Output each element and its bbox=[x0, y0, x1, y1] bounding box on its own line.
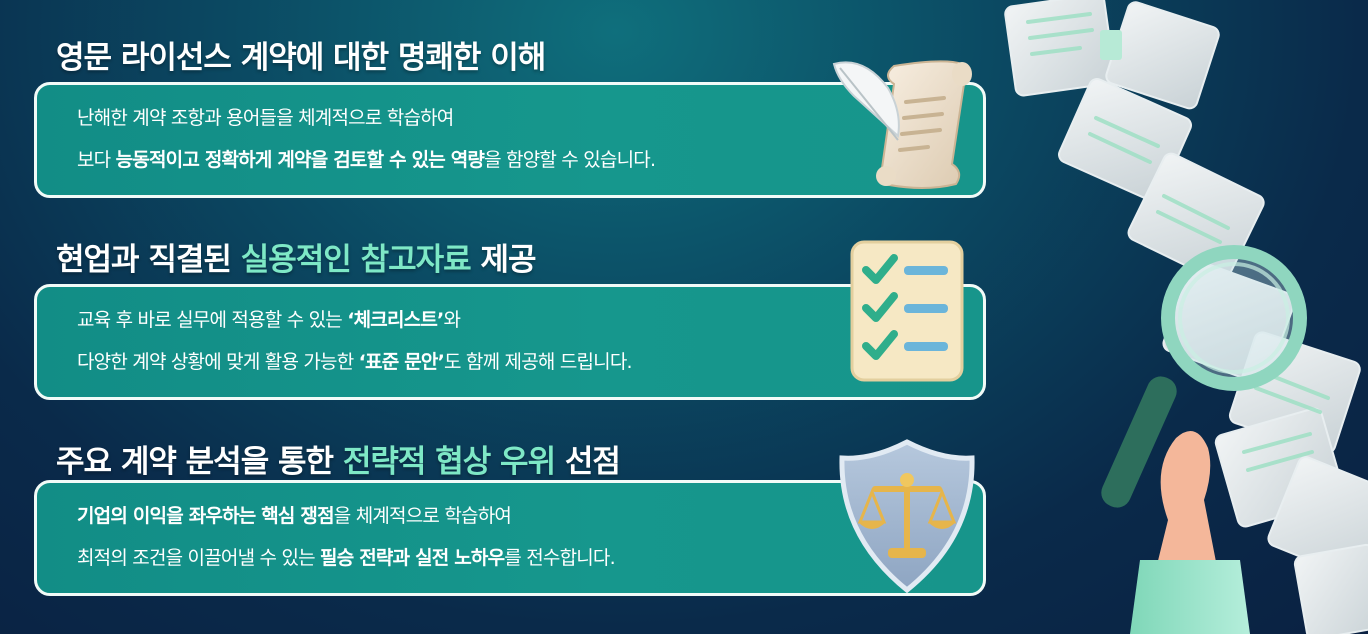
section-2-line-2: 다양한 계약 상황에 맞게 활용 가능한 ‘표준 문안’도 함께 제공해 드립니… bbox=[77, 351, 633, 373]
section-2-box: 교육 후 바로 실무에 적용할 수 있는 ‘체크리스트’와 다양한 계약 상황에… bbox=[34, 284, 986, 400]
magnifier-documents-icon bbox=[1004, 0, 1368, 634]
section-3-box: 기업의 이익을 좌우하는 핵심 쟁점을 체계적으로 학습하여 최적의 조건을 이… bbox=[34, 480, 986, 596]
section-2-title: 현업과 직결된 실용적인 참고자료 제공 bbox=[56, 242, 537, 278]
section-3-line-1: 기업의 이익을 좌우하는 핵심 쟁점을 체계적으로 학습하여 bbox=[77, 505, 512, 527]
feature-section-2: 현업과 직결된 실용적인 참고자료 제공 교육 후 바로 실무에 적용할 수 있… bbox=[34, 232, 992, 402]
section-1-line-1: 난해한 계약 조항과 용어들을 체계적으로 학습하여 bbox=[77, 107, 454, 129]
feature-section-3: 주요 계약 분석을 통한 전략적 협상 우위 선점 기업의 이익을 좌우하는 핵… bbox=[34, 430, 992, 600]
checklist-icon bbox=[850, 240, 964, 382]
section-2-line-1: 교육 후 바로 실무에 적용할 수 있는 ‘체크리스트’와 bbox=[77, 309, 461, 331]
section-1-box: 난해한 계약 조항과 용어들을 체계적으로 학습하여 보다 능동적이고 정확하게… bbox=[34, 82, 986, 198]
section-3-line-2: 최적의 조건을 이끌어낼 수 있는 필승 전략과 실전 노하우를 전수합니다. bbox=[77, 547, 616, 569]
shield-scales-icon bbox=[839, 439, 975, 594]
section-1-line-2: 보다 능동적이고 정확하게 계약을 검토할 수 있는 역량을 함양할 수 있습니… bbox=[77, 149, 656, 171]
feature-section-1: 영문 라이선스 계약에 대한 명쾌한 이해 난해한 계약 조항과 용어들을 체계… bbox=[34, 30, 992, 200]
section-1-title: 영문 라이선스 계약에 대한 명쾌한 이해 bbox=[56, 40, 546, 76]
scroll-quill-icon bbox=[832, 60, 972, 189]
section-3-title: 주요 계약 분석을 통한 전략적 협상 우위 선점 bbox=[56, 444, 621, 480]
